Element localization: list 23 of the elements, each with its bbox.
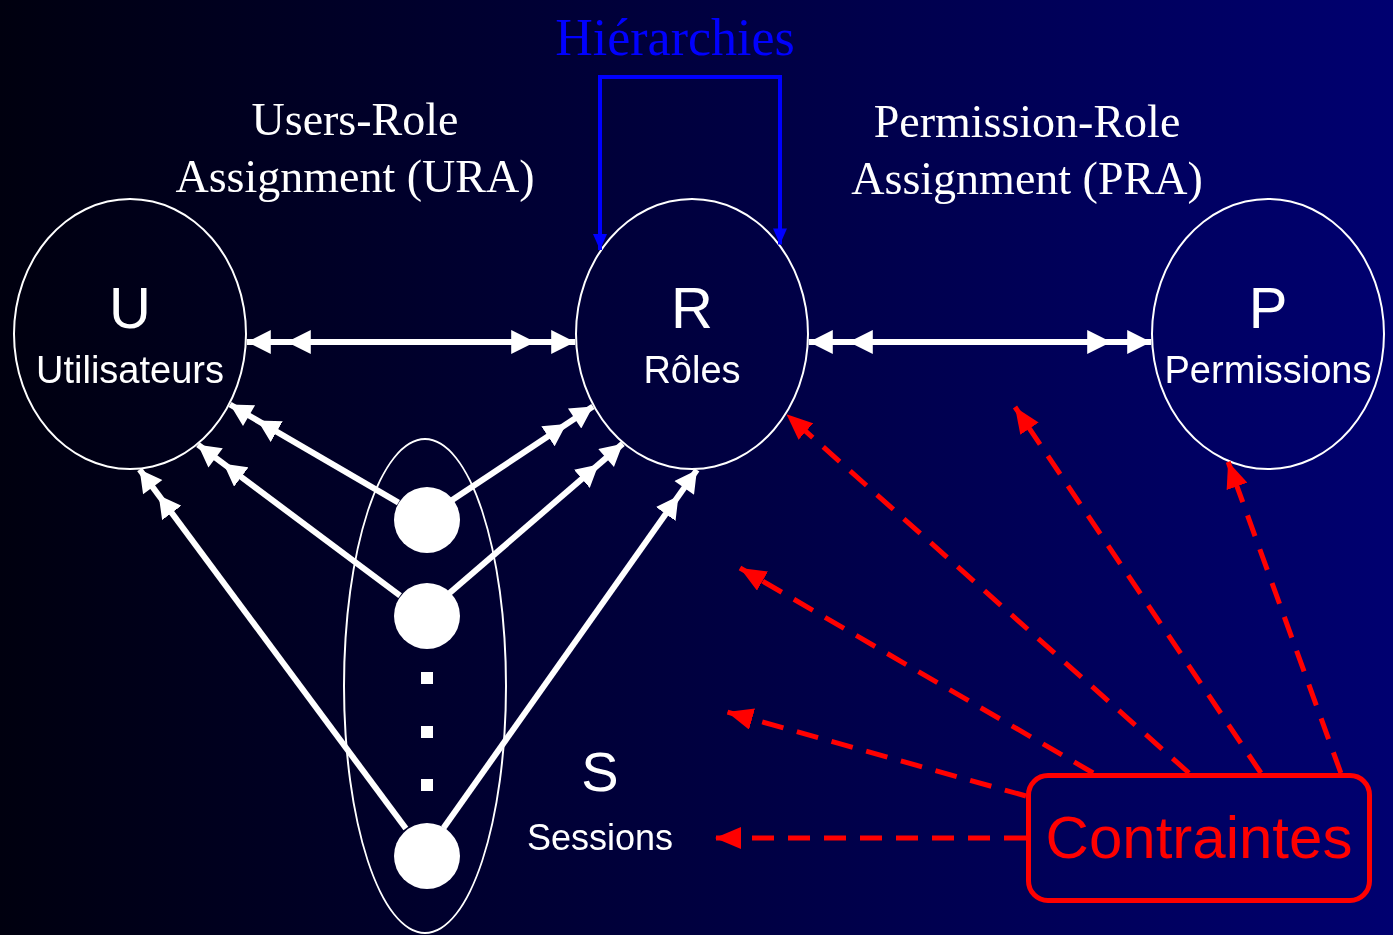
node-label: Permissions xyxy=(1164,351,1372,389)
arrow xyxy=(593,75,787,250)
box-label: Contraintes xyxy=(1045,808,1353,868)
session-dot xyxy=(394,583,460,649)
dashed-arrow xyxy=(1012,405,1263,775)
node-label: Utilisateurs xyxy=(36,351,224,389)
node-letter: R xyxy=(671,279,713,337)
constraint-box xyxy=(1026,773,1372,903)
dashed-arrow xyxy=(715,827,1026,849)
node-letter: U xyxy=(109,279,151,337)
edge-label: Permission-Role Assignment (PRA) xyxy=(850,94,1204,206)
dashed-arrow xyxy=(784,412,1191,775)
dashed-arrow xyxy=(1225,461,1344,774)
session-ellipse xyxy=(343,438,507,934)
node-label: Rôles xyxy=(643,351,741,389)
node-label: Sessions xyxy=(526,820,674,856)
edge-label: Hiérarchies xyxy=(554,7,796,68)
edge-label: Users-Role Assignment (URA) xyxy=(174,92,536,204)
node-letter: P xyxy=(1248,279,1288,337)
dashed-arrow xyxy=(726,708,1027,799)
ellipse-node xyxy=(575,198,809,470)
dashed-arrow xyxy=(738,565,1095,776)
node-letter: S xyxy=(581,744,619,800)
